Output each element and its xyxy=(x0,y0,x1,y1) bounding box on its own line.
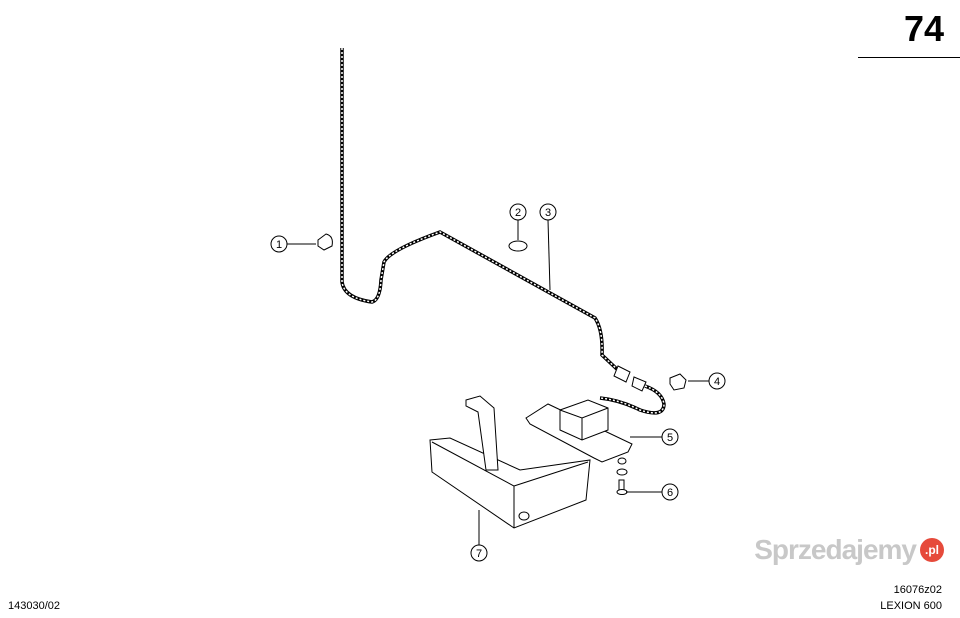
callout-label: 1 xyxy=(276,239,282,251)
callout-3: 3 xyxy=(539,203,557,291)
mounting-tray xyxy=(429,395,591,529)
relay-bracket xyxy=(525,399,633,463)
drawing-code-left: 143030/02 xyxy=(8,600,60,612)
page-number-rule xyxy=(858,57,960,58)
drawing-code-right: 16076z02 xyxy=(893,584,942,596)
callout-7: 7 xyxy=(470,510,488,562)
callout-label: 5 xyxy=(667,432,673,444)
hose-clamp-part xyxy=(508,240,528,252)
callout-label: 4 xyxy=(714,376,720,388)
callout-4: 4 xyxy=(688,372,726,390)
watermark-text: Sprzedajemy xyxy=(754,534,917,565)
callout-label: 2 xyxy=(515,207,521,219)
callout-1: 1 xyxy=(270,235,316,253)
cable-harness xyxy=(340,48,666,415)
watermark-badge: .pl xyxy=(920,538,944,562)
callout-label: 3 xyxy=(545,207,551,219)
callout-label: 7 xyxy=(476,548,482,560)
callout-label: 6 xyxy=(667,487,673,499)
watermark: Sprzedajemy .pl xyxy=(754,534,944,566)
clip-part xyxy=(317,233,333,251)
page-number: 74 xyxy=(903,8,944,49)
callout-5: 5 xyxy=(630,428,679,446)
callout-6: 6 xyxy=(626,483,679,501)
model-name: LEXION 600 xyxy=(880,600,942,612)
bolt-nut-washer xyxy=(616,457,628,495)
callout-2: 2 xyxy=(509,203,527,240)
clip-nut-part xyxy=(669,373,687,391)
